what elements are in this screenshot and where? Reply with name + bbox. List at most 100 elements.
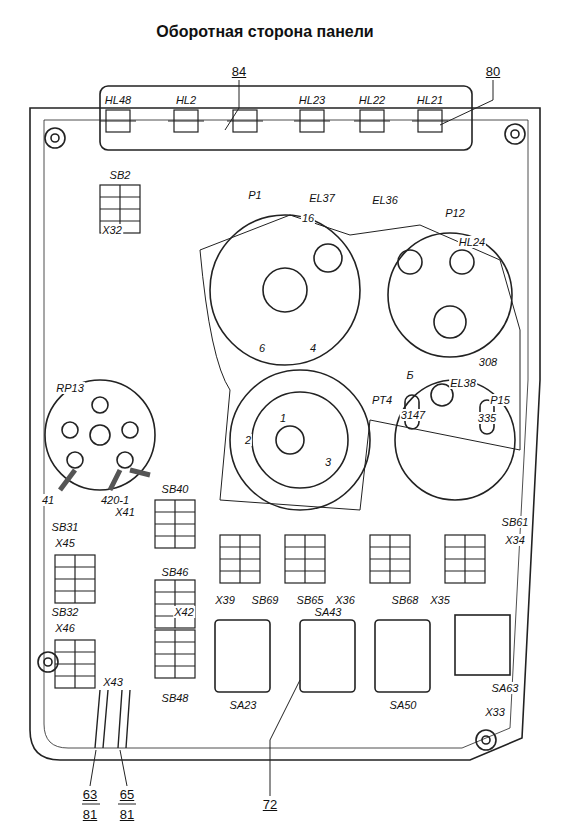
part-label: SA23 <box>229 699 258 711</box>
panel-inner-outline <box>44 120 528 748</box>
part-label: EL38 <box>449 377 477 389</box>
switch-block <box>285 535 325 583</box>
lamp-el37 <box>314 244 342 272</box>
callout-number: 81 <box>82 809 98 821</box>
part-label: SB46 <box>161 566 190 578</box>
part-label: 41 <box>41 494 55 506</box>
part-label: 6 <box>258 342 266 354</box>
part-label: P1 <box>247 189 262 201</box>
block-stroke <box>168 120 204 121</box>
callout-number: 84 <box>231 66 247 78</box>
panel-outline <box>30 108 540 760</box>
callout-number: 72 <box>262 799 278 811</box>
part-label: EL37 <box>308 192 336 204</box>
callout-number: 65 <box>119 789 135 801</box>
part-label: P15 <box>489 394 511 406</box>
gauge-p1 <box>210 215 360 365</box>
gauge-p12 <box>388 233 512 357</box>
part-label: 3147 <box>400 409 426 421</box>
callout-number: 63 <box>82 789 98 801</box>
callout-number: 80 <box>485 66 501 78</box>
part-label: P12 <box>444 207 466 219</box>
part-label: X46 <box>54 622 76 634</box>
leader-line <box>270 680 300 796</box>
block-stroke <box>174 580 175 628</box>
switch-block <box>55 640 95 688</box>
part-label: HL22 <box>358 94 386 106</box>
part-label: SA63 <box>491 682 520 694</box>
switch-block <box>155 630 195 678</box>
part-label: HL24 <box>458 236 486 248</box>
part-label: EL36 <box>371 194 399 206</box>
block-stroke <box>412 120 448 121</box>
switch-sa23 <box>215 620 270 692</box>
part-label: SA43 <box>314 606 343 618</box>
part-label: SB65 <box>296 594 325 606</box>
part-label: SB2 <box>109 169 132 181</box>
lamp-hl24 <box>450 250 474 274</box>
part-label: 2 <box>244 434 252 446</box>
lamp-el36 <box>398 250 422 274</box>
part-label: PT4 <box>371 394 393 406</box>
part-label: 308 <box>478 356 498 368</box>
title: Оборотная сторона панели <box>156 23 373 41</box>
part-label: X45 <box>54 537 76 549</box>
switch-block <box>155 580 195 628</box>
block-stroke <box>174 500 175 548</box>
block-stroke <box>304 535 305 583</box>
part-label: 1 <box>279 412 287 424</box>
block-stroke <box>294 120 330 121</box>
mount-hole <box>476 730 496 750</box>
mount-hole <box>505 124 525 144</box>
leader-line <box>225 80 239 130</box>
part-label: Б <box>405 369 414 381</box>
switch-sa63 <box>455 615 510 675</box>
part-label: X41 <box>114 506 136 518</box>
part-label: 16 <box>301 212 315 224</box>
part-label: HL21 <box>416 94 444 106</box>
gauge-housing <box>200 215 520 510</box>
block-stroke <box>174 630 175 678</box>
part-label: 420-1 <box>100 494 130 506</box>
block-stroke <box>464 535 465 583</box>
part-label: X32 <box>101 224 123 236</box>
part-label: RP13 <box>55 382 85 394</box>
part-label: X42 <box>173 606 195 618</box>
part-label: SB32 <box>51 606 80 618</box>
part-label: 3 <box>324 456 332 468</box>
rheostat-rp13 <box>45 380 155 490</box>
block-stroke <box>100 120 136 121</box>
switch-block <box>55 555 95 603</box>
lamp-bay <box>100 86 472 150</box>
part-label: X33 <box>484 706 506 718</box>
block-stroke <box>354 120 390 121</box>
switch-sa50 <box>375 620 430 692</box>
part-label: 4 <box>309 342 317 354</box>
part-label: 335 <box>477 412 497 424</box>
switch-sa43 <box>300 620 355 692</box>
switch-block <box>155 500 195 548</box>
part-label: SB40 <box>161 483 190 495</box>
part-label: SB61 <box>501 516 530 528</box>
part-label: X43 <box>102 676 124 688</box>
wire-bundle <box>95 690 130 748</box>
switch-block <box>220 535 260 583</box>
part-label: X39 <box>214 594 236 606</box>
block-stroke <box>239 535 240 583</box>
part-label: HL23 <box>298 94 326 106</box>
part-label: X35 <box>429 594 451 606</box>
part-label: SA50 <box>389 699 418 711</box>
part-label: X34 <box>504 534 526 546</box>
part-label: SB48 <box>161 692 190 704</box>
part-label: HL2 <box>175 94 197 106</box>
part-label: HL48 <box>104 94 132 106</box>
callout-number: 81 <box>119 809 135 821</box>
block-stroke <box>74 640 75 688</box>
gauge-p15 <box>395 380 515 500</box>
block-stroke <box>74 555 75 603</box>
leader-line <box>440 80 493 125</box>
part-label: SB69 <box>251 594 280 606</box>
gauge-pt4 <box>230 370 370 510</box>
switch-block <box>445 535 485 583</box>
mount-hole <box>45 128 65 148</box>
